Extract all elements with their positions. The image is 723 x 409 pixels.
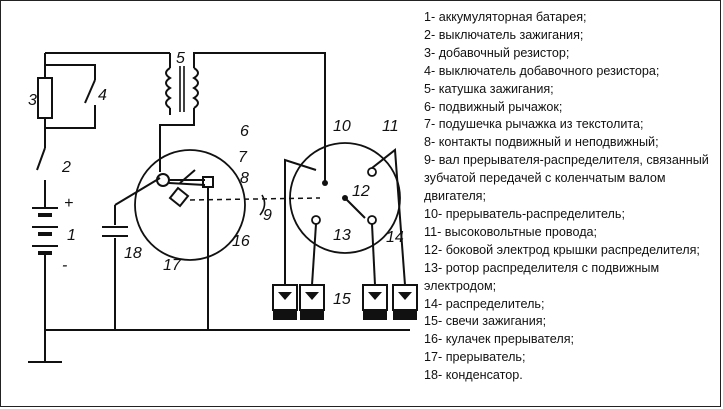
legend-item-3: 3- добавочный резистор; (424, 45, 570, 60)
legend-item-12: 12- боковой электрод крышки распределите… (424, 242, 700, 257)
shaft-rotation-arrow (259, 194, 266, 216)
shaft-link (189, 197, 321, 201)
distributor-housing (289, 142, 401, 254)
legend-item-11: 11- высоковольтные провода; (424, 224, 598, 239)
legend-item-18: 18- конденсатор. (424, 368, 523, 383)
legend-item-7: 7- подушечка рычажка из текстолита; (424, 117, 644, 132)
label-2: 2 (61, 159, 71, 176)
resistor-bypass-switch (84, 79, 96, 104)
legend-item-9: 9- вал прерывателя-распределителя, связа… (424, 153, 709, 204)
label-9: 9 (263, 207, 272, 224)
label-17: 17 (163, 257, 182, 274)
label-15: 15 (333, 291, 351, 308)
distributor-rotor (311, 167, 377, 225)
additional-resistor (37, 77, 53, 119)
high-voltage-wires (284, 148, 406, 286)
label-minus: - (62, 257, 67, 274)
legend-item-2: 2- выключатель зажигания; (424, 27, 584, 42)
label-8: 8 (240, 170, 249, 187)
legend-item-14: 14- распределитель; (424, 296, 545, 311)
legend-item-6: 6- подвижный рычажок; (424, 99, 563, 114)
legend-item-10: 10- прерыватель-распределитель; (424, 206, 625, 221)
label-1: 1 (67, 227, 76, 244)
label-18: 18 (124, 245, 142, 262)
spark-plugs (272, 284, 418, 320)
legend-item-15: 15- свечи зажигания; (424, 314, 547, 329)
label-12: 12 (352, 183, 370, 200)
wire-condenser (114, 177, 161, 206)
ignition-switch (36, 147, 46, 171)
label-11: 11 (382, 118, 399, 135)
legend-item-13: 13- ротор распределителя с подвижным эле… (424, 260, 660, 293)
label-6: 6 (240, 123, 249, 140)
label-16: 16 (232, 233, 250, 250)
legend-item-5: 5- катушка зажигания; (424, 81, 554, 96)
label-4: 4 (98, 87, 107, 104)
label-3: 3 (28, 92, 37, 109)
ignition-circuit-diagram: 3 4 2 + 1 - 5 6 7 8 9 16 17 18 10 11 12 … (28, 50, 418, 363)
label-5: 5 (176, 50, 185, 67)
breaker-mechanism (156, 169, 214, 330)
label-10: 10 (333, 118, 351, 135)
legend-item-8: 8- контакты подвижный и неподвижный; (424, 135, 659, 150)
resistor-bypass-top (45, 64, 96, 80)
label-plus: + (64, 195, 73, 212)
label-13: 13 (333, 227, 351, 244)
condenser-icon (102, 205, 128, 330)
breaker-housing (134, 149, 246, 261)
legend-item-17: 17- прерыватель; (424, 350, 526, 365)
legend-list: 1- аккумуляторная батарея; 2- выключател… (424, 9, 719, 385)
legend-item-4: 4- выключатель добавочного резистора; (424, 63, 660, 78)
label-7: 7 (238, 149, 248, 166)
legend-item-16: 16- кулачек прерывателя; (424, 332, 575, 347)
resistor-bypass-bottom (45, 105, 96, 129)
ignition-coil-icon (159, 52, 326, 183)
battery-icon (32, 207, 58, 255)
legend-item-1: 1- аккумуляторная батарея; (424, 10, 587, 24)
label-14: 14 (386, 229, 404, 246)
